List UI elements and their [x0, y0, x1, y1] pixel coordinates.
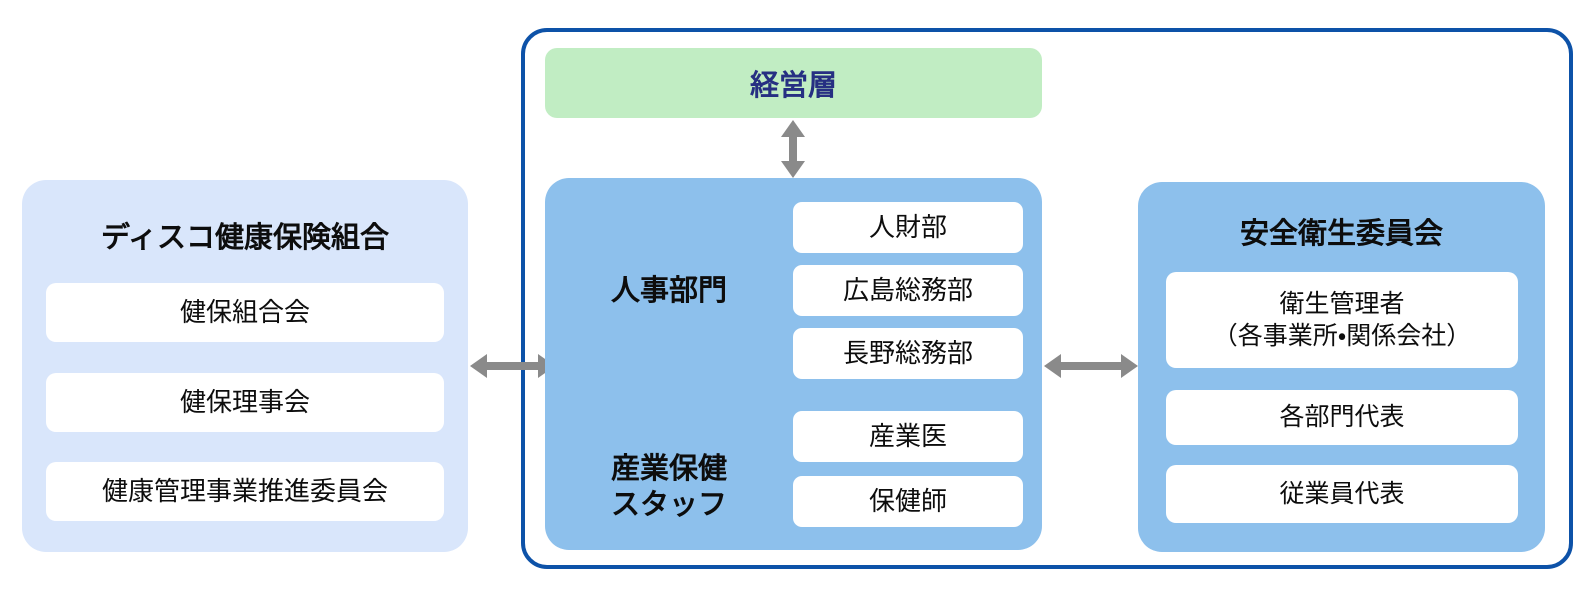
- list-item-hokenshi: 保健師: [793, 476, 1023, 527]
- list-item-jugyoin-daihyo: 従業員代表: [1166, 465, 1518, 523]
- arrow-management-hr: [781, 120, 805, 178]
- arrow-down-head: [781, 161, 805, 178]
- list-item-hiroshima-somubu: 広島総務部: [793, 265, 1023, 316]
- safety-health-committee-panel: 安全衛生委員会 衛生管理者 （各事業所・関係会社） 各部門代表 従業員代表: [1138, 182, 1545, 552]
- arrow-shaft: [483, 362, 542, 370]
- group-label-hr-department: 人事部門: [610, 275, 727, 307]
- arrow-left-head: [470, 354, 487, 378]
- list-item-eisei-kanrisha: 衛生管理者 （各事業所・関係会社）: [1166, 272, 1518, 368]
- arrow-hr-safety-committee: [1044, 354, 1138, 378]
- health-insurance-panel-title: ディスコ健康保険組合: [101, 222, 389, 254]
- list-item-nagano-somubu: 長野総務部: [793, 328, 1023, 379]
- safety-health-committee-title: 安全衛生委員会: [1239, 218, 1443, 250]
- list-item-sangyoi: 産業医: [793, 411, 1023, 462]
- arrow-insurance-hr: [470, 354, 555, 378]
- hr-occupational-health-panel: 人事部門 人財部 広島総務部 長野総務部 産業保健 スタッフ 産業医 保健師: [545, 178, 1042, 550]
- list-item-jinzaibu: 人財部: [793, 202, 1023, 253]
- arrow-shaft: [1057, 362, 1125, 370]
- arrow-shaft: [789, 133, 797, 165]
- arrow-left-head: [1044, 354, 1061, 378]
- group-label-occupational-health-staff: 産業保健 スタッフ: [610, 453, 727, 522]
- list-item-health-mgmt-committee: 健康管理事業推進委員会: [46, 462, 444, 521]
- health-insurance-panel: ディスコ健康保険組合 健保組合会 健保理事会 健康管理事業推進委員会: [22, 180, 468, 552]
- list-item-kenpo-rijikai: 健保理事会: [46, 373, 444, 432]
- arrow-right-head: [1121, 354, 1138, 378]
- management-box: 経営層: [545, 48, 1042, 118]
- arrow-up-head: [781, 120, 805, 137]
- list-item-kenpo-kumiaikai: 健保組合会: [46, 283, 444, 342]
- list-item-kakubumon-daihyo: 各部門代表: [1166, 390, 1518, 445]
